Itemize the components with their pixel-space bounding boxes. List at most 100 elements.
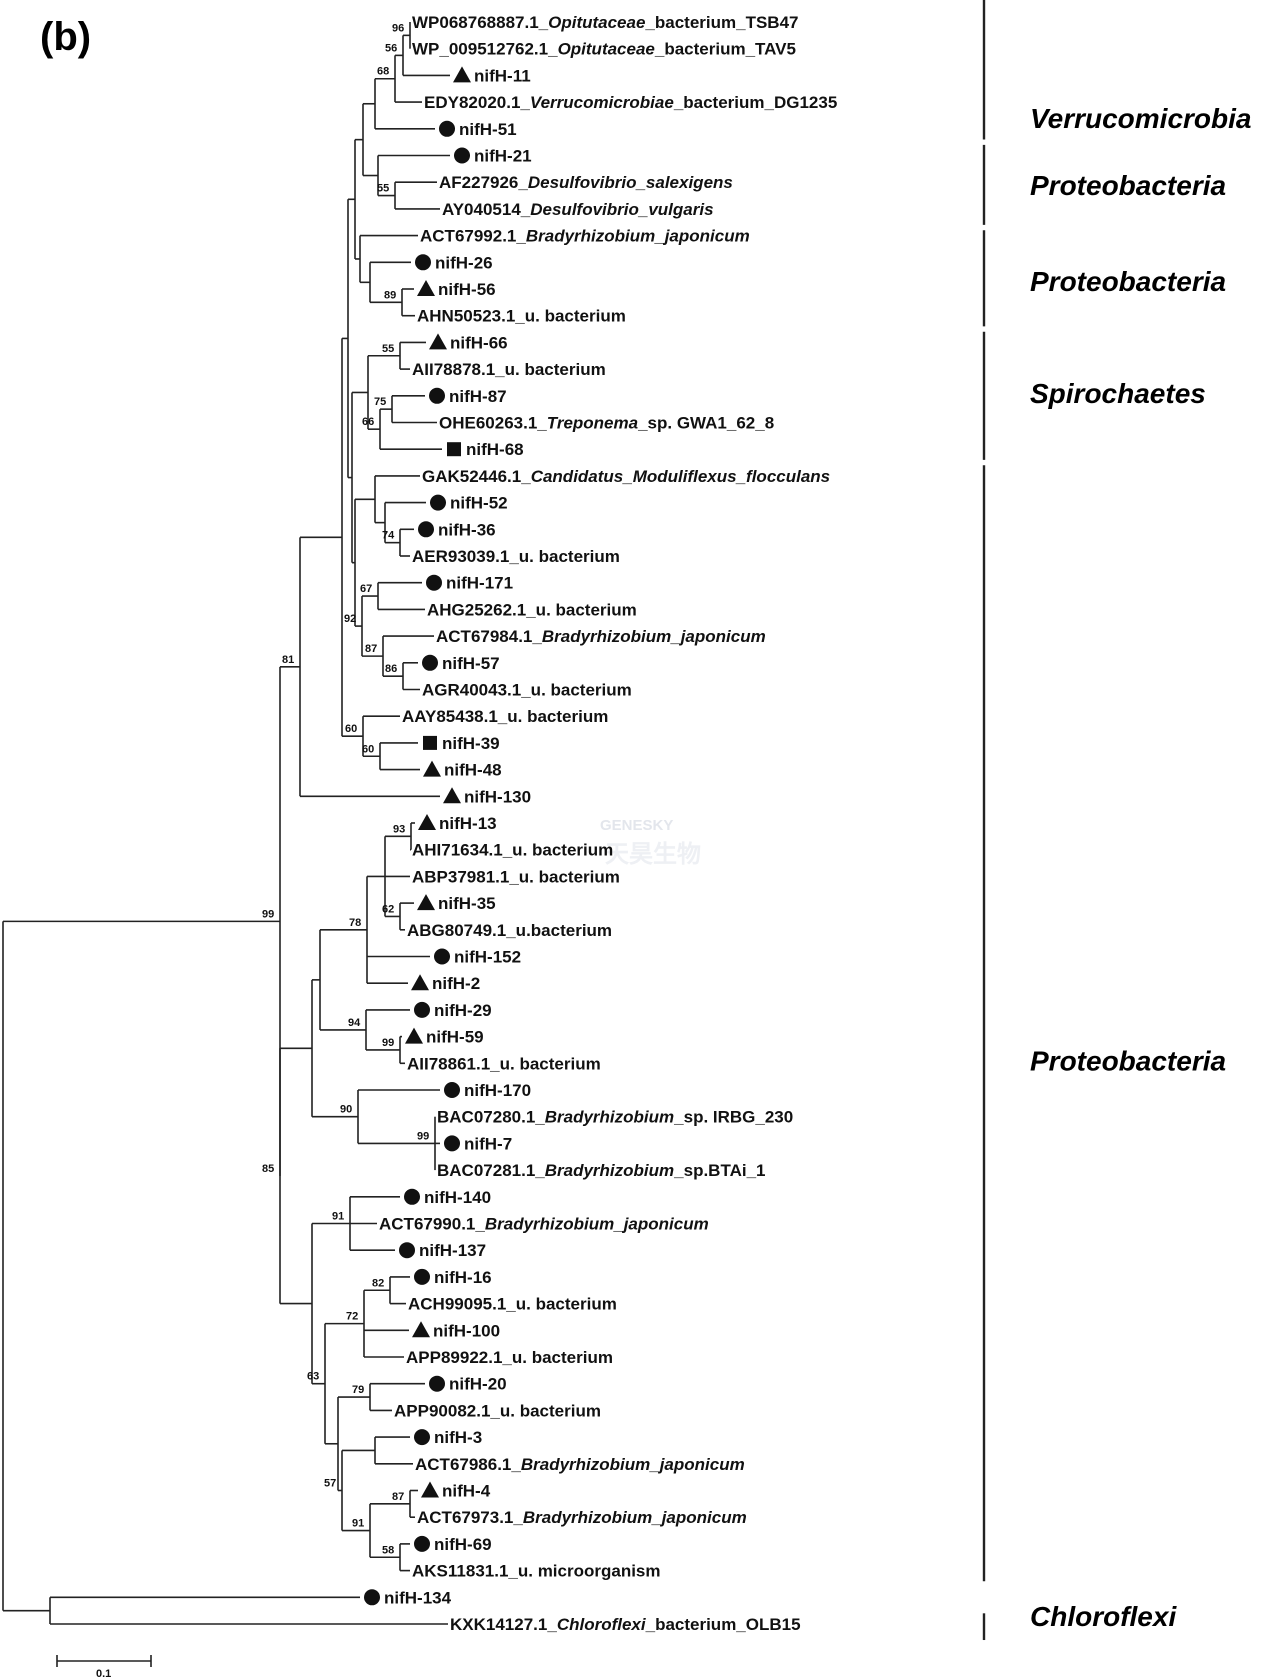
triangle-marker-icon	[411, 974, 429, 991]
leaf-label: nifH-57	[442, 654, 500, 673]
leaf-label: AF227926_Desulfovibrio_salexigens	[439, 173, 733, 192]
watermark-cn-text: 天昊生物	[605, 841, 701, 868]
bootstrap-value: 68	[377, 66, 389, 78]
watermark-text: GENESKY	[600, 817, 673, 834]
clade-annotations: VerrucomicrobiaProteobacteriaProteobacte…	[982, 0, 1251, 1641]
leaf-label: ACT67992.1_Bradyrhizobium_japonicum	[420, 227, 750, 246]
bootstrap-value: 96	[392, 22, 404, 34]
leaf-label: nifH-7	[464, 1134, 512, 1153]
leaf-label: nifH-69	[434, 1535, 492, 1554]
bootstrap-value: 87	[392, 1491, 404, 1503]
bootstrap-value: 78	[349, 917, 361, 929]
bootstrap-value: 55	[382, 343, 394, 355]
triangle-marker-icon	[412, 1321, 430, 1338]
bootstrap-value: 57	[324, 1478, 336, 1490]
circle-marker-icon	[415, 254, 431, 271]
scale-bar-label: 0.1	[96, 1668, 111, 1680]
triangle-marker-icon	[417, 280, 435, 296]
circle-marker-icon	[418, 521, 434, 538]
circle-marker-icon	[430, 494, 446, 511]
bootstrap-value: 74	[382, 530, 395, 542]
panel-label: (b)	[40, 15, 91, 59]
leaf-label: AY040514_Desulfovibrio_vulgaris	[442, 200, 714, 219]
bootstrap-value: 55	[377, 183, 389, 195]
leaf-label: ABG80749.1_u.bacterium	[407, 921, 612, 940]
leaf-label: KXK14127.1_Chloroflexi_bacterium_OLB15	[450, 1615, 801, 1634]
leaf-label: AHN50523.1_u. bacterium	[417, 307, 626, 326]
clade-label: Spirochaetes	[1030, 378, 1206, 409]
clade-label: Chloroflexi	[1030, 1601, 1177, 1632]
bootstrap-values: 9656685589557566746792868760608193627894…	[262, 22, 429, 1556]
leaf-label: nifH-171	[446, 574, 513, 593]
bootstrap-value: 89	[384, 289, 396, 301]
bootstrap-value: 58	[382, 1544, 394, 1556]
clade-label: Proteobacteria	[1030, 1046, 1226, 1077]
circle-marker-icon	[444, 1135, 460, 1152]
triangle-marker-icon	[423, 760, 441, 777]
leaf-label: nifH-3	[434, 1428, 482, 1447]
leaf-label: BAC07281.1_Bradyrhizobium_sp.BTAi_1	[437, 1161, 765, 1180]
leaf-label: WP068768887.1_Opitutaceae_bacterium_TSB4…	[412, 13, 799, 32]
leaf-label: nifH-11	[474, 66, 531, 85]
triangle-marker-icon	[405, 1027, 423, 1044]
leaf-label: EDY82020.1_Verrucomicrobiae_bacterium_DG…	[424, 93, 837, 112]
leaf-label: nifH-21	[474, 147, 532, 166]
leaf-label: nifH-29	[434, 1001, 492, 1020]
bootstrap-value: 75	[374, 396, 386, 408]
leaf-label: nifH-140	[424, 1188, 491, 1207]
triangle-marker-icon	[453, 66, 471, 83]
scale-bar: 0.1	[56, 1655, 152, 1680]
leaf-label: BAC07280.1_Bradyrhizobium_sp. IRBG_230	[437, 1108, 793, 1127]
leaf-label: nifH-59	[426, 1028, 484, 1047]
leaf-label: AII78878.1_u. bacterium	[412, 360, 606, 379]
clade-label: Verrucomicrobia	[1030, 103, 1251, 134]
leaf-label: nifH-2	[432, 974, 480, 993]
leaf-label: nifH-100	[433, 1321, 500, 1340]
leaf-label: ACT67986.1_Bradyrhizobium_japonicum	[415, 1455, 745, 1474]
bootstrap-value: 85	[262, 1163, 274, 1175]
bootstrap-value: 91	[332, 1211, 344, 1223]
leaf-label: AER93039.1_u. bacterium	[412, 547, 620, 566]
leaf-label: nifH-137	[419, 1241, 486, 1260]
leaf-label: nifH-13	[439, 814, 497, 833]
leaf-label: nifH-52	[450, 494, 508, 513]
leaf-label: OHE60263.1_Treponema_sp. GWA1_62_8	[439, 414, 774, 433]
clade-label: Proteobacteria	[1030, 170, 1226, 201]
leaf-labels: WP068768887.1_Opitutaceae_bacterium_TSB4…	[379, 13, 837, 1634]
leaf-label: AGR40043.1_u. bacterium	[422, 681, 632, 700]
square-marker-icon	[447, 442, 461, 457]
circle-marker-icon	[414, 1429, 430, 1446]
leaf-label: nifH-4	[442, 1482, 491, 1501]
triangle-marker-icon	[418, 814, 436, 830]
leaf-label: nifH-51	[459, 120, 517, 139]
circle-marker-icon	[426, 574, 442, 591]
tree-branches	[2, 22, 450, 1625]
circle-marker-icon	[439, 120, 455, 137]
watermark: GENESKY 天昊生物	[600, 817, 701, 868]
bootstrap-value: 67	[360, 583, 372, 595]
leaf-label: nifH-87	[449, 387, 507, 406]
leaf-label: AII78861.1_u. bacterium	[407, 1054, 601, 1073]
leaf-label: ACT67990.1_Bradyrhizobium_japonicum	[379, 1215, 709, 1234]
bootstrap-value: 60	[362, 743, 374, 755]
leaf-label: ACH99095.1_u. bacterium	[408, 1295, 617, 1314]
leaf-label: APP89922.1_u. bacterium	[406, 1348, 613, 1367]
leaf-label: nifH-20	[449, 1375, 507, 1394]
circle-marker-icon	[414, 1001, 430, 1018]
triangle-marker-icon	[417, 894, 435, 911]
leaf-label: nifH-16	[434, 1268, 492, 1287]
leaf-label: AHI71634.1_u. bacterium	[412, 841, 613, 860]
leaf-markers	[364, 66, 471, 1606]
bootstrap-value: 90	[340, 1104, 352, 1116]
bootstrap-value: 92	[344, 613, 356, 625]
bootstrap-value: 99	[417, 1130, 429, 1142]
leaf-label: AKS11831.1_u. microorganism	[412, 1562, 661, 1581]
triangle-marker-icon	[421, 1481, 439, 1498]
leaf-label: nifH-39	[442, 734, 500, 753]
bootstrap-value: 94	[348, 1017, 361, 1029]
bootstrap-value: 72	[346, 1311, 358, 1323]
leaf-label: nifH-48	[444, 761, 502, 780]
leaf-label: AAY85438.1_u. bacterium	[402, 707, 608, 726]
leaf-label: ACT67973.1_Bradyrhizobium_japonicum	[417, 1508, 747, 1527]
leaf-label: nifH-152	[454, 948, 521, 967]
